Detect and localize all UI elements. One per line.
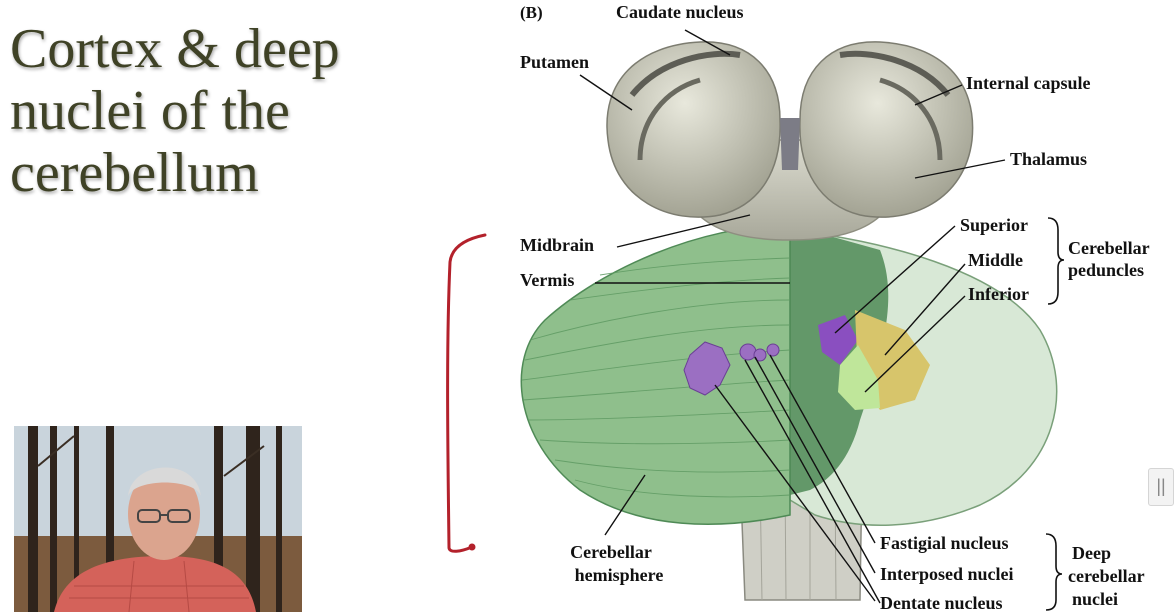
label-cerebellar-peduncles-2: peduncles bbox=[1068, 260, 1145, 280]
slide-title: Cortex & deep nuclei of the cerebellum bbox=[10, 18, 450, 204]
label-putamen: Putamen bbox=[520, 52, 589, 72]
label-middle: Middle bbox=[968, 250, 1024, 270]
superior-peduncle bbox=[818, 315, 858, 365]
label-inferior: Inferior bbox=[968, 284, 1029, 304]
label-dentate-nucleus: Dentate nucleus bbox=[880, 593, 1003, 613]
webcam-frame bbox=[14, 426, 302, 612]
label-vermis: Vermis bbox=[520, 270, 575, 290]
title-line-3: cerebellum bbox=[10, 142, 259, 204]
label-thalamus: Thalamus bbox=[1010, 149, 1088, 169]
label-cerebellar-peduncles-1: Cerebellar bbox=[1068, 238, 1150, 258]
deep-nuclei bbox=[683, 341, 780, 396]
label-deep-cerebellar-nuclei-2: cerebellar bbox=[1068, 566, 1145, 586]
right-lobe bbox=[799, 41, 974, 218]
left-hemisphere bbox=[520, 224, 791, 525]
label-midbrain: Midbrain bbox=[520, 235, 595, 255]
annotation-bracket bbox=[446, 233, 487, 553]
label-interposed-nuclei: Interposed nuclei bbox=[880, 564, 1014, 584]
left-lobe bbox=[606, 41, 781, 218]
label-cerebellar-hemisphere-1: Cerebellar bbox=[570, 542, 652, 562]
label-fastigial-nucleus: Fastigial nucleus bbox=[880, 533, 1009, 553]
scroll-handle[interactable]: || bbox=[1148, 468, 1174, 506]
label-superior: Superior bbox=[960, 215, 1029, 235]
title-line-1: Cortex & deep bbox=[10, 18, 340, 80]
inferior-peduncle bbox=[838, 345, 880, 410]
title-line-2: nuclei of the bbox=[10, 80, 290, 142]
peduncles-brace bbox=[1047, 217, 1065, 305]
label-cerebellar-hemisphere-2: hemisphere bbox=[574, 565, 664, 585]
panel-label: (B) bbox=[520, 3, 543, 22]
deep-nuclei-brace bbox=[1045, 533, 1063, 611]
label-caudate-nucleus: Caudate nucleus bbox=[616, 2, 744, 22]
label-deep-cerebellar-nuclei-1: Deep bbox=[1072, 543, 1111, 563]
presenter-webcam bbox=[14, 426, 302, 612]
label-internal-capsule: Internal capsule bbox=[966, 73, 1091, 93]
label-deep-cerebellar-nuclei-3: nuclei bbox=[1072, 589, 1119, 609]
